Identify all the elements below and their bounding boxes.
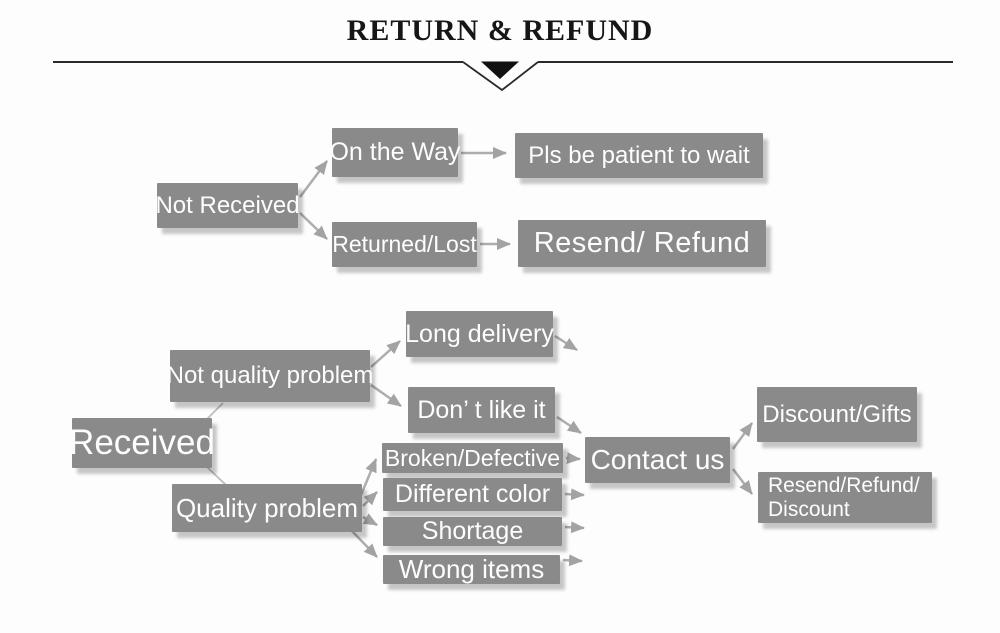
edge-quality-to-broken (359, 458, 378, 496)
page-title: RETURN & REFUND (346, 14, 654, 47)
node-shortage: Shortage (383, 517, 562, 546)
node-broken-defective: Broken/Defective (382, 443, 563, 473)
edges-received-branch (351, 334, 754, 567)
node-not-quality-problem: Not quality problem (167, 350, 373, 402)
edge-quality-to-wrong-items (351, 530, 378, 558)
title-divider (53, 61, 953, 92)
edges-received-links (205, 402, 228, 487)
node-received: Received (69, 418, 215, 468)
edge-not-received-to-returned-lost (299, 212, 328, 240)
node-quality-problem: Quality problem (172, 484, 362, 532)
edge-not-quality-to-dont-like (370, 383, 402, 408)
node-long-delivery: Long delivery (405, 311, 554, 357)
edge-dont-like-to-contact (556, 415, 582, 435)
node-contact-us: Contact us (585, 437, 730, 483)
resend-refund-discount-line1: Resend/Refund/ (768, 474, 920, 498)
edge-contact-to-resend-discount (732, 468, 753, 495)
node-dont-like-it: Don’ t like it (408, 387, 555, 433)
down-triangle-icon (481, 61, 519, 79)
edge-received-to-quality (206, 466, 228, 487)
edge-different-color-to-contact (564, 488, 585, 501)
edge-quality-to-shortage (362, 513, 378, 527)
node-discount-gifts: Discount/Gifts (757, 387, 917, 442)
node-resend-refund: Resend/ Refund (518, 220, 766, 267)
edge-long-delivery-to-contact (554, 334, 578, 352)
edge-shortage-to-contact (564, 521, 585, 534)
node-returned-lost: Returned/Lost (332, 222, 477, 267)
edges-not-received-branch (299, 147, 511, 250)
resend-refund-discount-line2: Discount (768, 497, 850, 521)
node-not-received: Not Received (155, 183, 300, 228)
node-different-color: Different color (383, 478, 562, 511)
edge-broken-to-contact (565, 452, 581, 465)
edge-wrong-items-to-contact (562, 554, 583, 567)
edge-not-quality-to-long-delivery (370, 340, 401, 368)
node-wrong-items: Wrong items (383, 554, 560, 584)
node-pls-be-patient: Pls be patient to wait (515, 133, 763, 178)
node-resend-refund-discount: Resend/Refund/ Discount (758, 472, 932, 523)
edge-received-to-not-quality (205, 402, 224, 421)
edge-not-received-to-on-the-way (299, 160, 328, 198)
edge-quality-to-different-color (362, 491, 378, 507)
node-on-the-way: On the Way (329, 128, 461, 177)
edge-contact-to-discount-gifts (731, 422, 754, 450)
